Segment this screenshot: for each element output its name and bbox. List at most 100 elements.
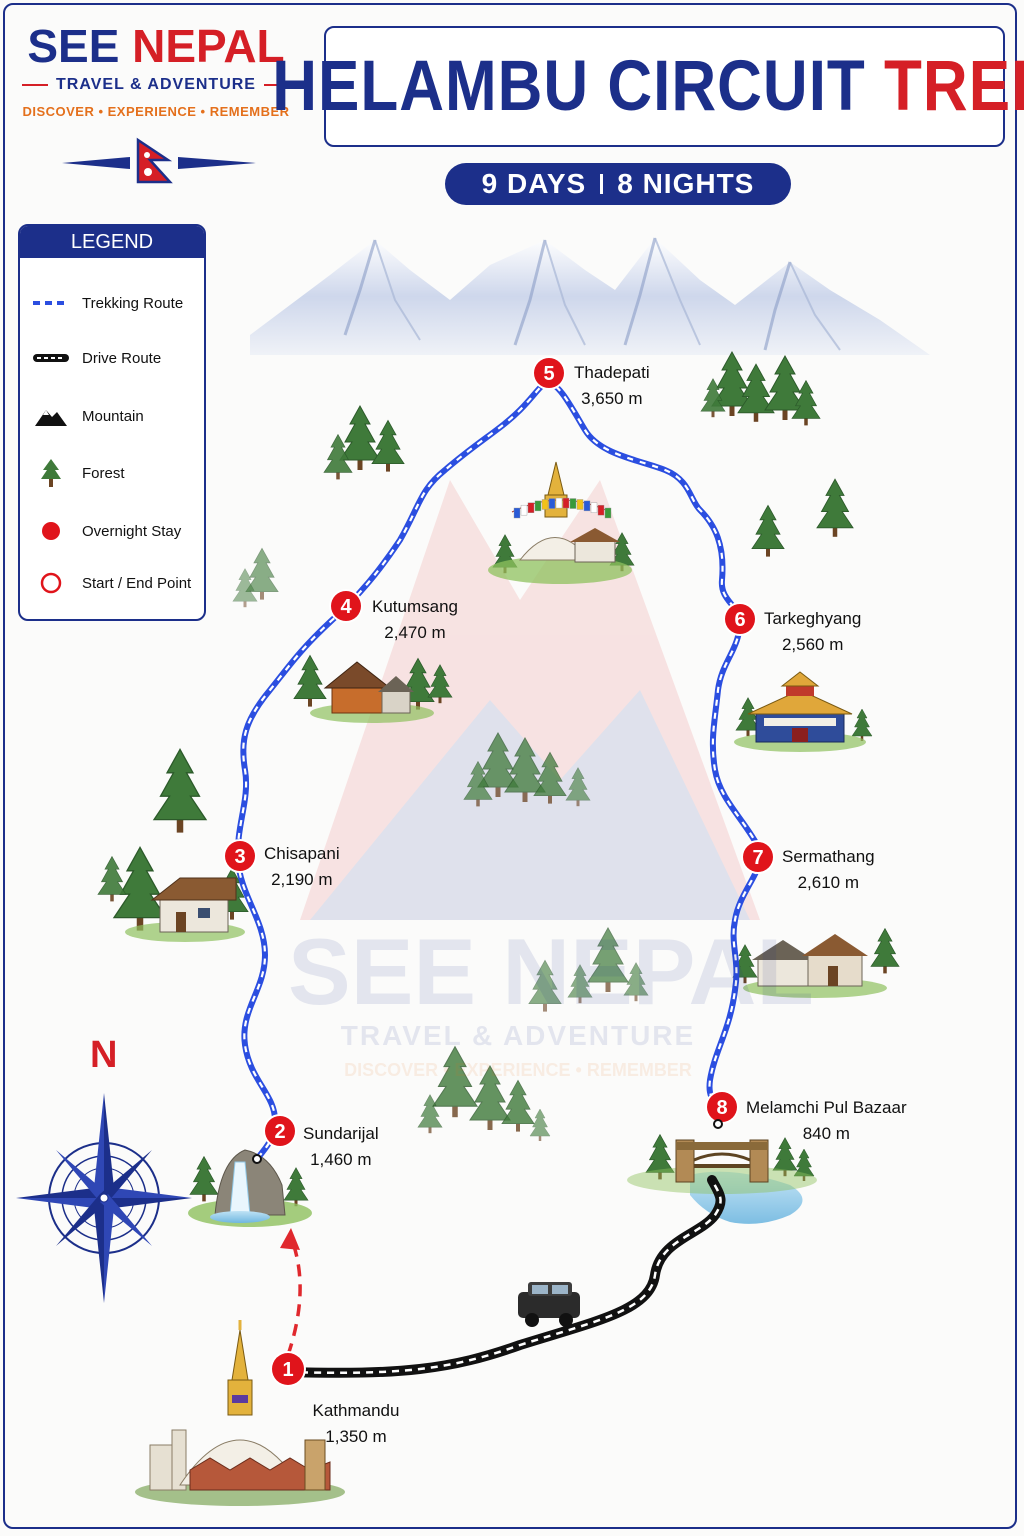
brand-tagline: TRAVEL & ADVENTURE <box>10 76 302 94</box>
tree-icon <box>20 458 82 488</box>
end-point-ring <box>713 1119 723 1129</box>
stop-label-sundarijal: Sundarijal 1,460 m <box>303 1121 379 1173</box>
prayer-flag <box>569 498 577 509</box>
tree-icon <box>764 354 806 420</box>
stop-number: 6 <box>734 609 745 631</box>
stop-elevation: 1,460 m <box>310 1150 372 1169</box>
tree-icon <box>587 926 629 992</box>
compass-rose <box>16 1093 192 1303</box>
tree-icon <box>700 378 726 418</box>
stop-number: 7 <box>752 847 763 869</box>
stop-label-tarkeghyang: Tarkeghyang 2,560 m <box>764 606 861 658</box>
tree-icon <box>189 1155 219 1202</box>
tree-icon <box>293 654 327 707</box>
stop-name: Sundarijal <box>303 1124 379 1143</box>
stop-number: 2 <box>274 1121 285 1143</box>
legend-item-forest: Forest <box>20 458 204 488</box>
stop-number: 4 <box>340 596 352 618</box>
legend-label: Forest <box>82 464 125 482</box>
tree-icon <box>427 664 453 704</box>
kathmandu-stupa-illustration <box>135 1320 345 1506</box>
legend-label: Drive Route <box>82 349 162 367</box>
tree-icon <box>417 1094 443 1134</box>
duration-badge: 9 DAYS 8 NIGHTS <box>445 163 791 205</box>
tree-icon <box>793 1148 815 1181</box>
stop-label-sermathang: Sermathang 2,610 m <box>782 844 875 896</box>
prayer-flag <box>548 498 556 509</box>
stop-marker: 3 <box>223 839 257 873</box>
duration-separator <box>600 174 604 194</box>
stop-label-melamchi: Melamchi Pul Bazaar 840 m <box>746 1095 907 1147</box>
tree-icon <box>152 748 208 833</box>
tree-icon <box>371 419 405 472</box>
stop-elevation: 2,470 m <box>384 623 446 642</box>
prayer-flag <box>520 504 528 516</box>
duration-nights: 8 NIGHTS <box>617 168 755 199</box>
tree-icon <box>772 1137 798 1177</box>
poster-border <box>3 3 1017 1529</box>
tree-icon <box>870 927 900 974</box>
title-box: HELAMBU CIRCUIT TREK <box>272 26 1024 147</box>
tree-icon <box>751 504 785 557</box>
jeep-icon <box>518 1282 580 1327</box>
legend-panel: LEGEND Trekking Route Drive Route Mounta… <box>18 224 206 621</box>
brand-name-nepal: NEPAL <box>132 20 285 72</box>
prayer-flag <box>527 502 535 513</box>
tree-icon <box>711 350 753 416</box>
compass-north-label: N <box>90 1034 118 1076</box>
road-line-icon <box>20 352 82 364</box>
brand-motto: DISCOVER • EXPERIENCE • REMEMBER <box>22 104 290 119</box>
tagline-dash-left <box>22 84 49 86</box>
stop-marker: 5 <box>532 356 566 390</box>
tree-icon <box>529 1108 551 1141</box>
tree-icon <box>501 1079 535 1132</box>
stop-elevation: 2,190 m <box>271 870 333 889</box>
tree-icon <box>431 1045 479 1118</box>
kutumsang-lodge <box>310 661 434 723</box>
prayer-flag <box>604 507 612 519</box>
prayer-flag <box>513 507 521 519</box>
stop-number: 3 <box>234 846 245 868</box>
tree-icon <box>565 767 591 807</box>
stop-name: Chisapani <box>264 844 340 863</box>
nepal-flag-icon <box>62 137 256 184</box>
tree-icon <box>97 855 127 902</box>
stop-name: Sermathang <box>782 847 875 866</box>
duration-days: 9 DAYS <box>481 168 587 199</box>
tree-icon <box>791 379 821 426</box>
tree-icon <box>623 962 649 1002</box>
stop-name: Tarkeghyang <box>764 609 862 628</box>
tree-icon <box>232 568 258 608</box>
page-title: HELAMBU CIRCUIT TREK <box>272 46 1024 128</box>
title-main: HELAMBU CIRCUIT <box>272 46 866 127</box>
transfer-arrow <box>280 1228 302 1356</box>
stop-label-kathmandu: Kathmandu 1,350 m <box>308 1398 404 1450</box>
sundarijal-waterfall <box>188 1149 312 1227</box>
brand-name: SEE NEPAL <box>10 20 302 72</box>
title-accent: TREK <box>884 46 1024 127</box>
prayer-flag <box>541 499 549 510</box>
prayer-flag <box>583 500 591 512</box>
legend-label: Mountain <box>82 407 144 425</box>
stop-name: Kutumsang <box>372 597 458 616</box>
tree-icon <box>504 736 546 802</box>
stop-name: Kathmandu <box>312 1401 400 1420</box>
red-dot-icon <box>20 521 82 541</box>
legend-item-drive-route: Drive Route <box>20 343 204 373</box>
stop-marker: 4 <box>329 589 363 623</box>
prayer-flag <box>555 497 563 509</box>
legend-label: Start / End Point <box>82 574 192 592</box>
stop-elevation: 1,350 m <box>325 1427 387 1446</box>
stop-elevation: 3,650 m <box>581 389 643 408</box>
stop-marker: 2 <box>263 1114 297 1148</box>
thadepati-stupa <box>488 461 632 584</box>
tree-icon <box>323 433 353 480</box>
stop-marker: 6 <box>723 602 757 636</box>
tree-icon <box>528 959 562 1012</box>
tree-icon <box>283 1167 309 1207</box>
brand-logo: SEE NEPAL TRAVEL & ADVENTURE DISCOVER • … <box>10 20 302 119</box>
stop-name: Thadepati <box>574 363 650 382</box>
